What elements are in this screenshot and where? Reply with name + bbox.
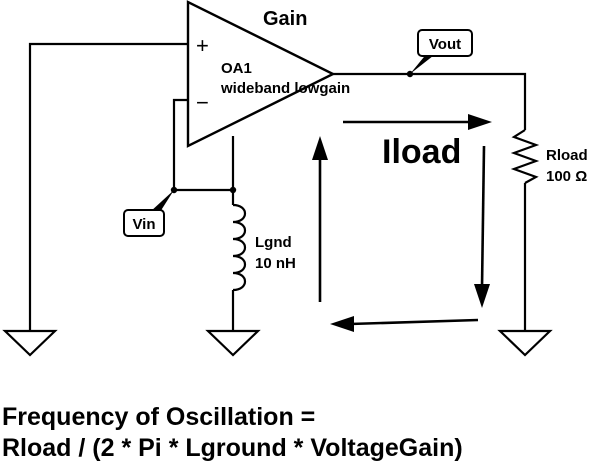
current-arrowhead-left [312, 136, 328, 160]
current-arrowhead-top [468, 114, 492, 130]
inductor-coil [232, 203, 247, 292]
opamp-name: OA1 [221, 60, 252, 77]
node-dot-right [229, 186, 237, 194]
vout-flag-pointer [410, 52, 438, 74]
vout-label: Vout [429, 36, 461, 53]
minus-input-wire [172, 98, 233, 192]
iload-label: Iload [382, 133, 461, 171]
rload-value: 100 Ω [546, 168, 587, 185]
opamp-model: wideband lowgain [220, 80, 350, 97]
ground-symbol-middle [205, 329, 261, 357]
rload-name: Rload [546, 147, 588, 164]
ground-symbol-right [497, 329, 553, 357]
opamp-minus-sign: − [196, 90, 209, 115]
formula-line-1: Frequency of Oscillation = [2, 403, 316, 431]
formula-line-2: Rload / (2 * Pi * Lground * VoltageGain) [2, 434, 463, 462]
current-arrow-right [480, 145, 486, 289]
current-arrow-bottom [349, 318, 479, 326]
vin-flag-pointer [150, 190, 174, 212]
opamp-plus-sign: + [196, 33, 209, 58]
resistor-zigzag [510, 129, 540, 184]
vin-label: Vin [132, 216, 155, 233]
output-wire [333, 72, 527, 130]
ground-symbol-left [2, 329, 58, 357]
opamp-triangle [186, 0, 336, 148]
vout-flag-box [417, 29, 473, 57]
lgnd-name: Lgnd [255, 234, 292, 251]
gain-label: Gain [263, 8, 307, 30]
current-arrowhead-bottom [330, 316, 354, 332]
plus-input-wire [28, 42, 188, 331]
vin-flag-box [123, 209, 165, 237]
lgnd-value: 10 nH [255, 255, 296, 272]
current-arrowhead-right [474, 284, 490, 308]
